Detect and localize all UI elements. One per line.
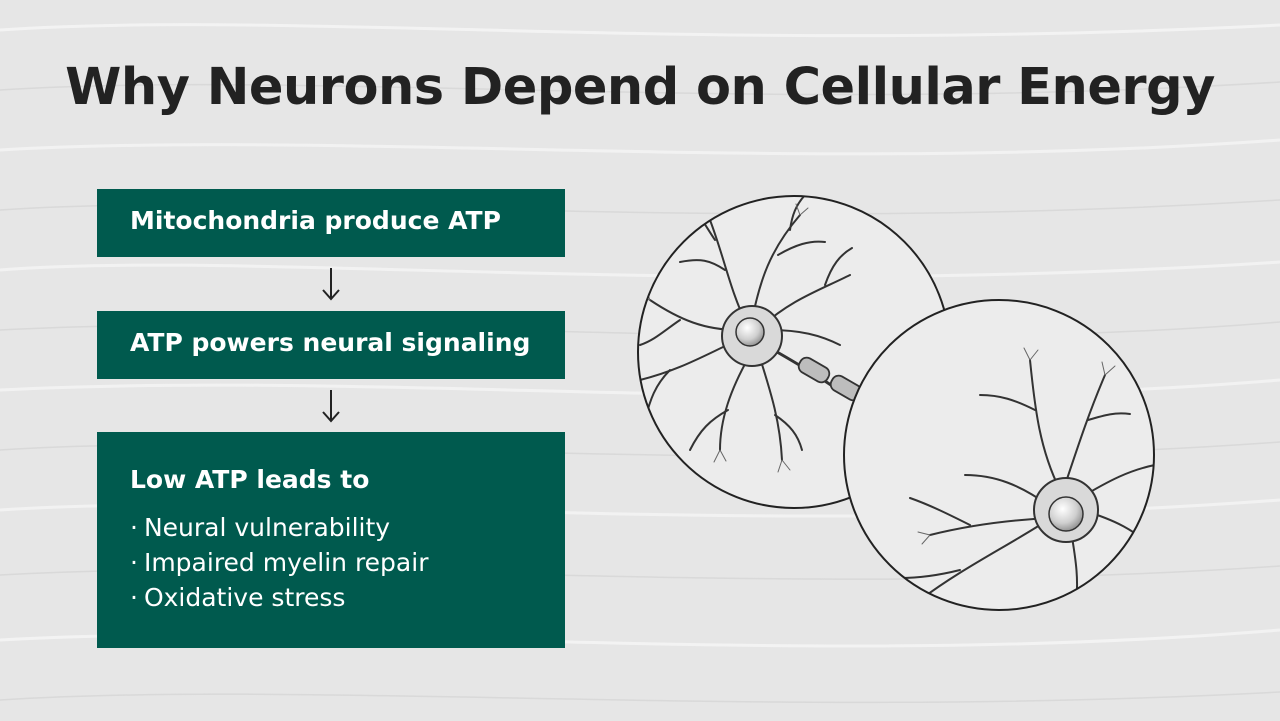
flow-step-signaling: ATP powers neural signaling: [97, 311, 565, 379]
page-title: Why Neurons Depend on Cellular Energy: [65, 58, 1215, 117]
neurons-illustration: [637, 195, 1155, 611]
neuron-right: [844, 300, 1154, 610]
flow-step-low-atp: Low ATP leads to Neural vulnerability Im…: [97, 432, 565, 648]
consequence-item: Oxidative stress: [130, 580, 428, 615]
consequence-item: Impaired myelin repair: [130, 545, 429, 580]
flow-step-label: ATP powers neural signaling: [130, 328, 531, 357]
flow-step-heading: Low ATP leads to: [130, 465, 370, 494]
down-arrow-icon: [322, 268, 340, 301]
flow-step-mitochondria: Mitochondria produce ATP: [97, 189, 565, 257]
consequence-item: Neural vulnerability: [130, 510, 428, 545]
flow-step-label: Mitochondria produce ATP: [130, 206, 501, 235]
consequence-list: Neural vulnerability Impaired myelin rep…: [130, 510, 429, 615]
down-arrow-icon: [322, 390, 340, 423]
